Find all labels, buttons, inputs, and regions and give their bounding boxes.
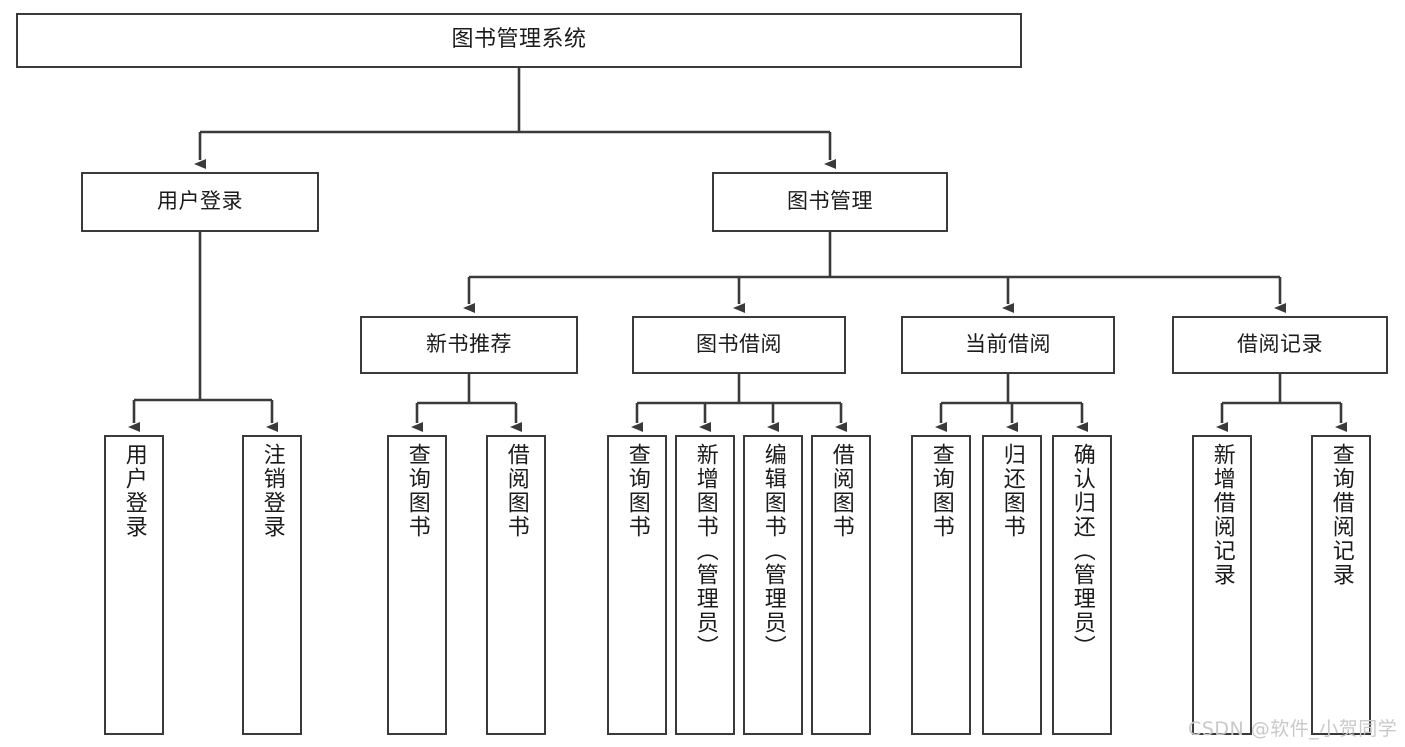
leaf-add-record[interactable]: 新增借阅记录 [1192,435,1252,735]
leaf-borrow-book-1[interactable]: 借阅图书 [486,435,546,735]
node-new-book-recommend-label: 新书推荐 [426,332,512,357]
node-user-login[interactable]: 用户登录 [81,172,319,232]
leaf-query-book-2-label: 查询图书 [624,443,650,539]
leaf-add-record-label: 新增借阅记录 [1209,443,1235,587]
leaf-query-book-2[interactable]: 查询图书 [607,435,667,735]
leaf-confirm-return[interactable]: 确认归还（管理员） [1052,435,1112,735]
leaf-logout-label: 注销登录 [259,443,285,539]
node-book-borrow[interactable]: 图书借阅 [632,316,846,374]
node-current-borrow-label: 当前借阅 [965,332,1051,357]
leaf-return-book-label: 归还图书 [999,443,1025,539]
leaf-query-book-1[interactable]: 查询图书 [387,435,447,735]
node-new-book-recommend[interactable]: 新书推荐 [360,316,578,374]
csdn-watermark: CSDN @软件_小贺同学 [1188,718,1398,740]
node-borrow-record[interactable]: 借阅记录 [1172,316,1388,374]
node-book-manage-label: 图书管理 [787,189,873,214]
node-root-label: 图书管理系统 [451,27,587,53]
leaf-query-book-1-label: 查询图书 [404,443,430,539]
leaf-query-record-label: 查询借阅记录 [1328,443,1354,587]
node-book-borrow-label: 图书借阅 [696,332,782,357]
leaf-logout[interactable]: 注销登录 [242,435,302,735]
leaf-query-book-3-label: 查询图书 [928,443,954,539]
leaf-borrow-book-2-label: 借阅图书 [828,443,854,539]
node-book-manage[interactable]: 图书管理 [712,172,948,232]
leaf-query-book-3[interactable]: 查询图书 [911,435,971,735]
node-borrow-record-label: 借阅记录 [1237,332,1323,357]
leaf-edit-book[interactable]: 编辑图书（管理员） [743,435,803,735]
leaf-borrow-book-1-label: 借阅图书 [503,443,529,539]
node-current-borrow[interactable]: 当前借阅 [901,316,1115,374]
leaf-confirm-return-label: 确认归还（管理员） [1069,443,1095,659]
leaf-borrow-book-2[interactable]: 借阅图书 [811,435,871,735]
leaf-edit-book-label: 编辑图书（管理员） [760,443,786,659]
node-user-login-label: 用户登录 [157,189,243,214]
leaf-return-book[interactable]: 归还图书 [982,435,1042,735]
leaf-query-record[interactable]: 查询借阅记录 [1311,435,1371,735]
leaf-user-login[interactable]: 用户登录 [104,435,164,735]
leaf-user-login-label: 用户登录 [121,443,147,539]
leaf-add-book-label: 新增图书（管理员） [692,443,718,659]
node-root[interactable]: 图书管理系统 [16,13,1022,68]
leaf-add-book[interactable]: 新增图书（管理员） [675,435,735,735]
